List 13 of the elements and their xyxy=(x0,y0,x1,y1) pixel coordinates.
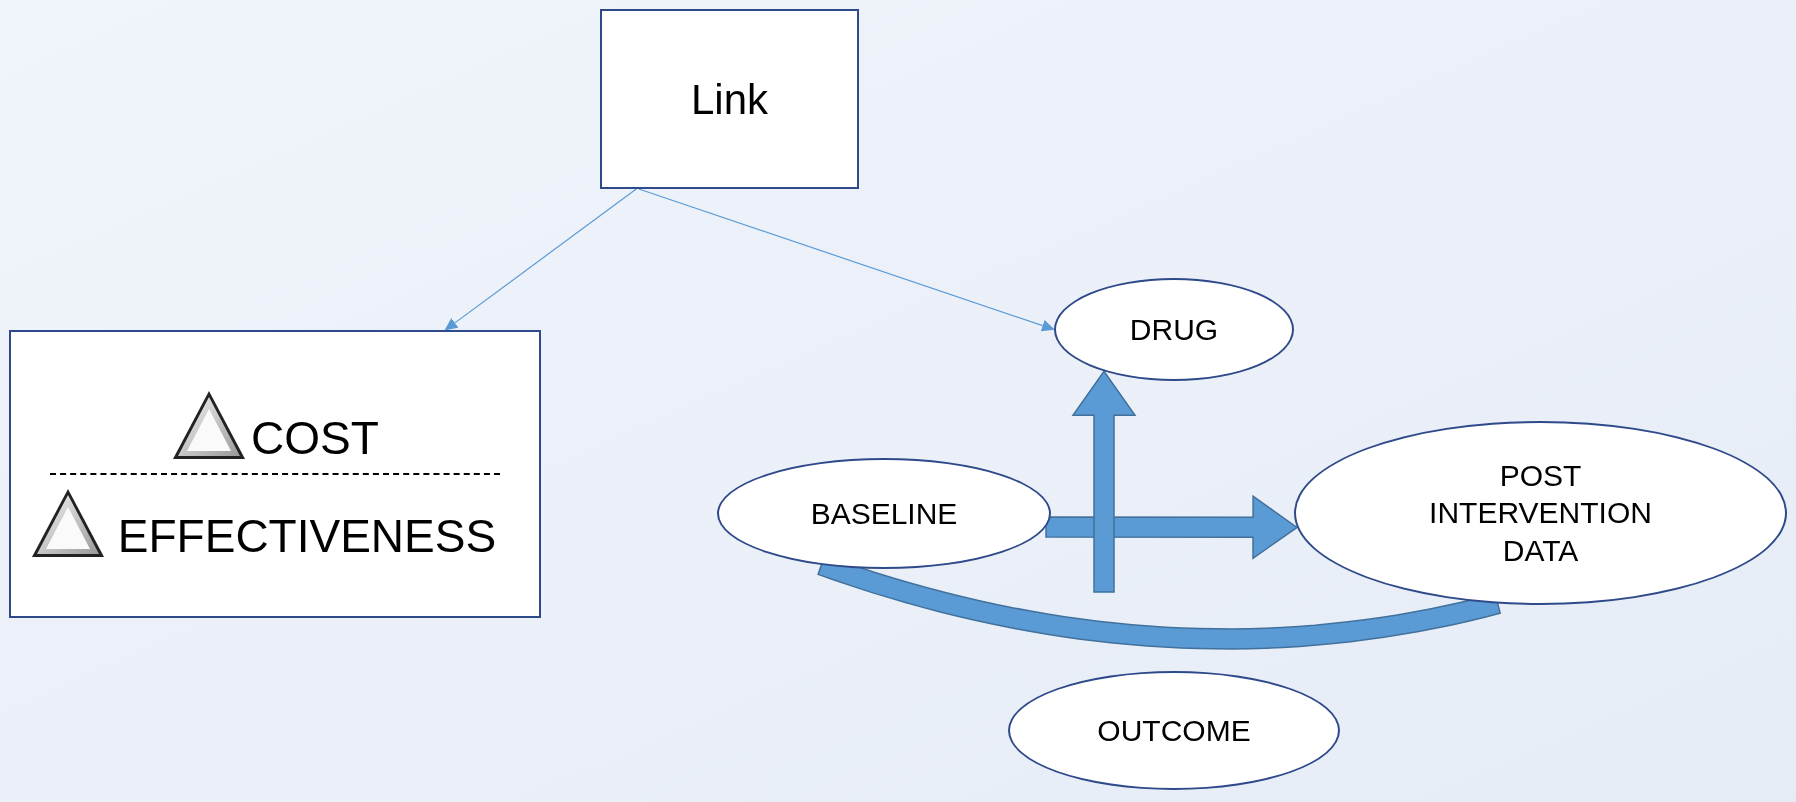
node-label: POST INTERVENTION DATA xyxy=(1428,457,1653,569)
ratio-box xyxy=(9,330,541,618)
process-box xyxy=(600,9,859,189)
block-arrow xyxy=(1045,494,1299,560)
node-label: OUTCOME xyxy=(1097,713,1251,749)
node-label: EFFECTIVENESS xyxy=(117,513,497,559)
arrow xyxy=(444,188,637,331)
arrow xyxy=(638,188,1055,332)
node-label: DRUG xyxy=(1129,312,1219,348)
node-label: BASELINE xyxy=(810,496,958,532)
block-arrow xyxy=(1071,370,1137,593)
node-label: Link xyxy=(690,74,769,125)
node-label: COST xyxy=(251,415,379,461)
